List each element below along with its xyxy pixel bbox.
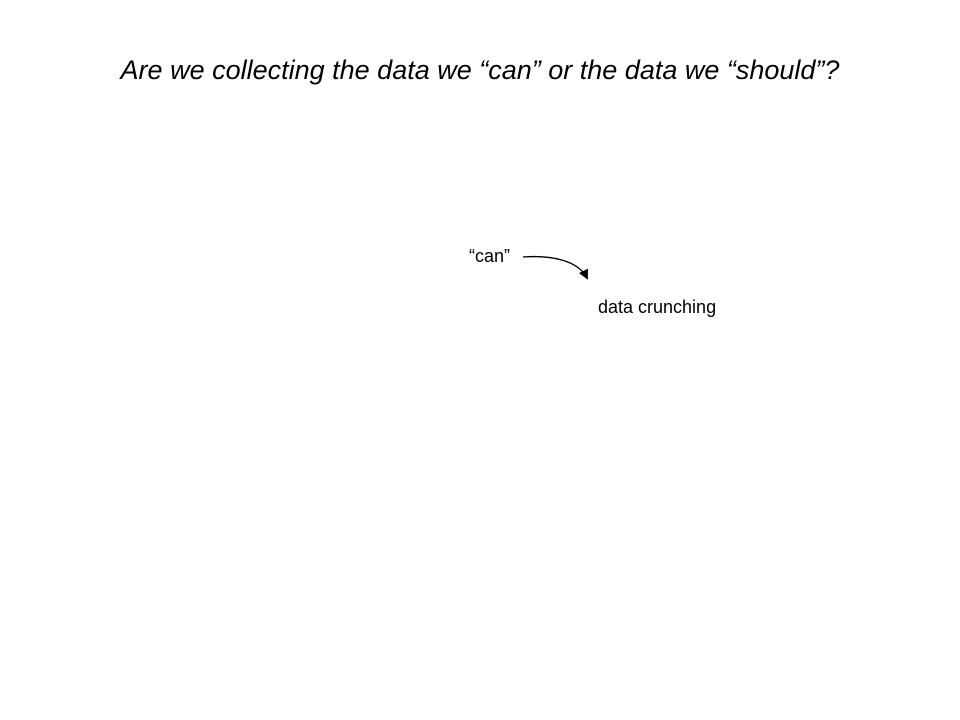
arrow-path: [522, 255, 588, 280]
node-data-crunching: data crunching: [598, 297, 717, 317]
node-can: “can”: [469, 246, 511, 266]
slide-title: Are we collecting the data we “can” or t…: [120, 55, 840, 85]
